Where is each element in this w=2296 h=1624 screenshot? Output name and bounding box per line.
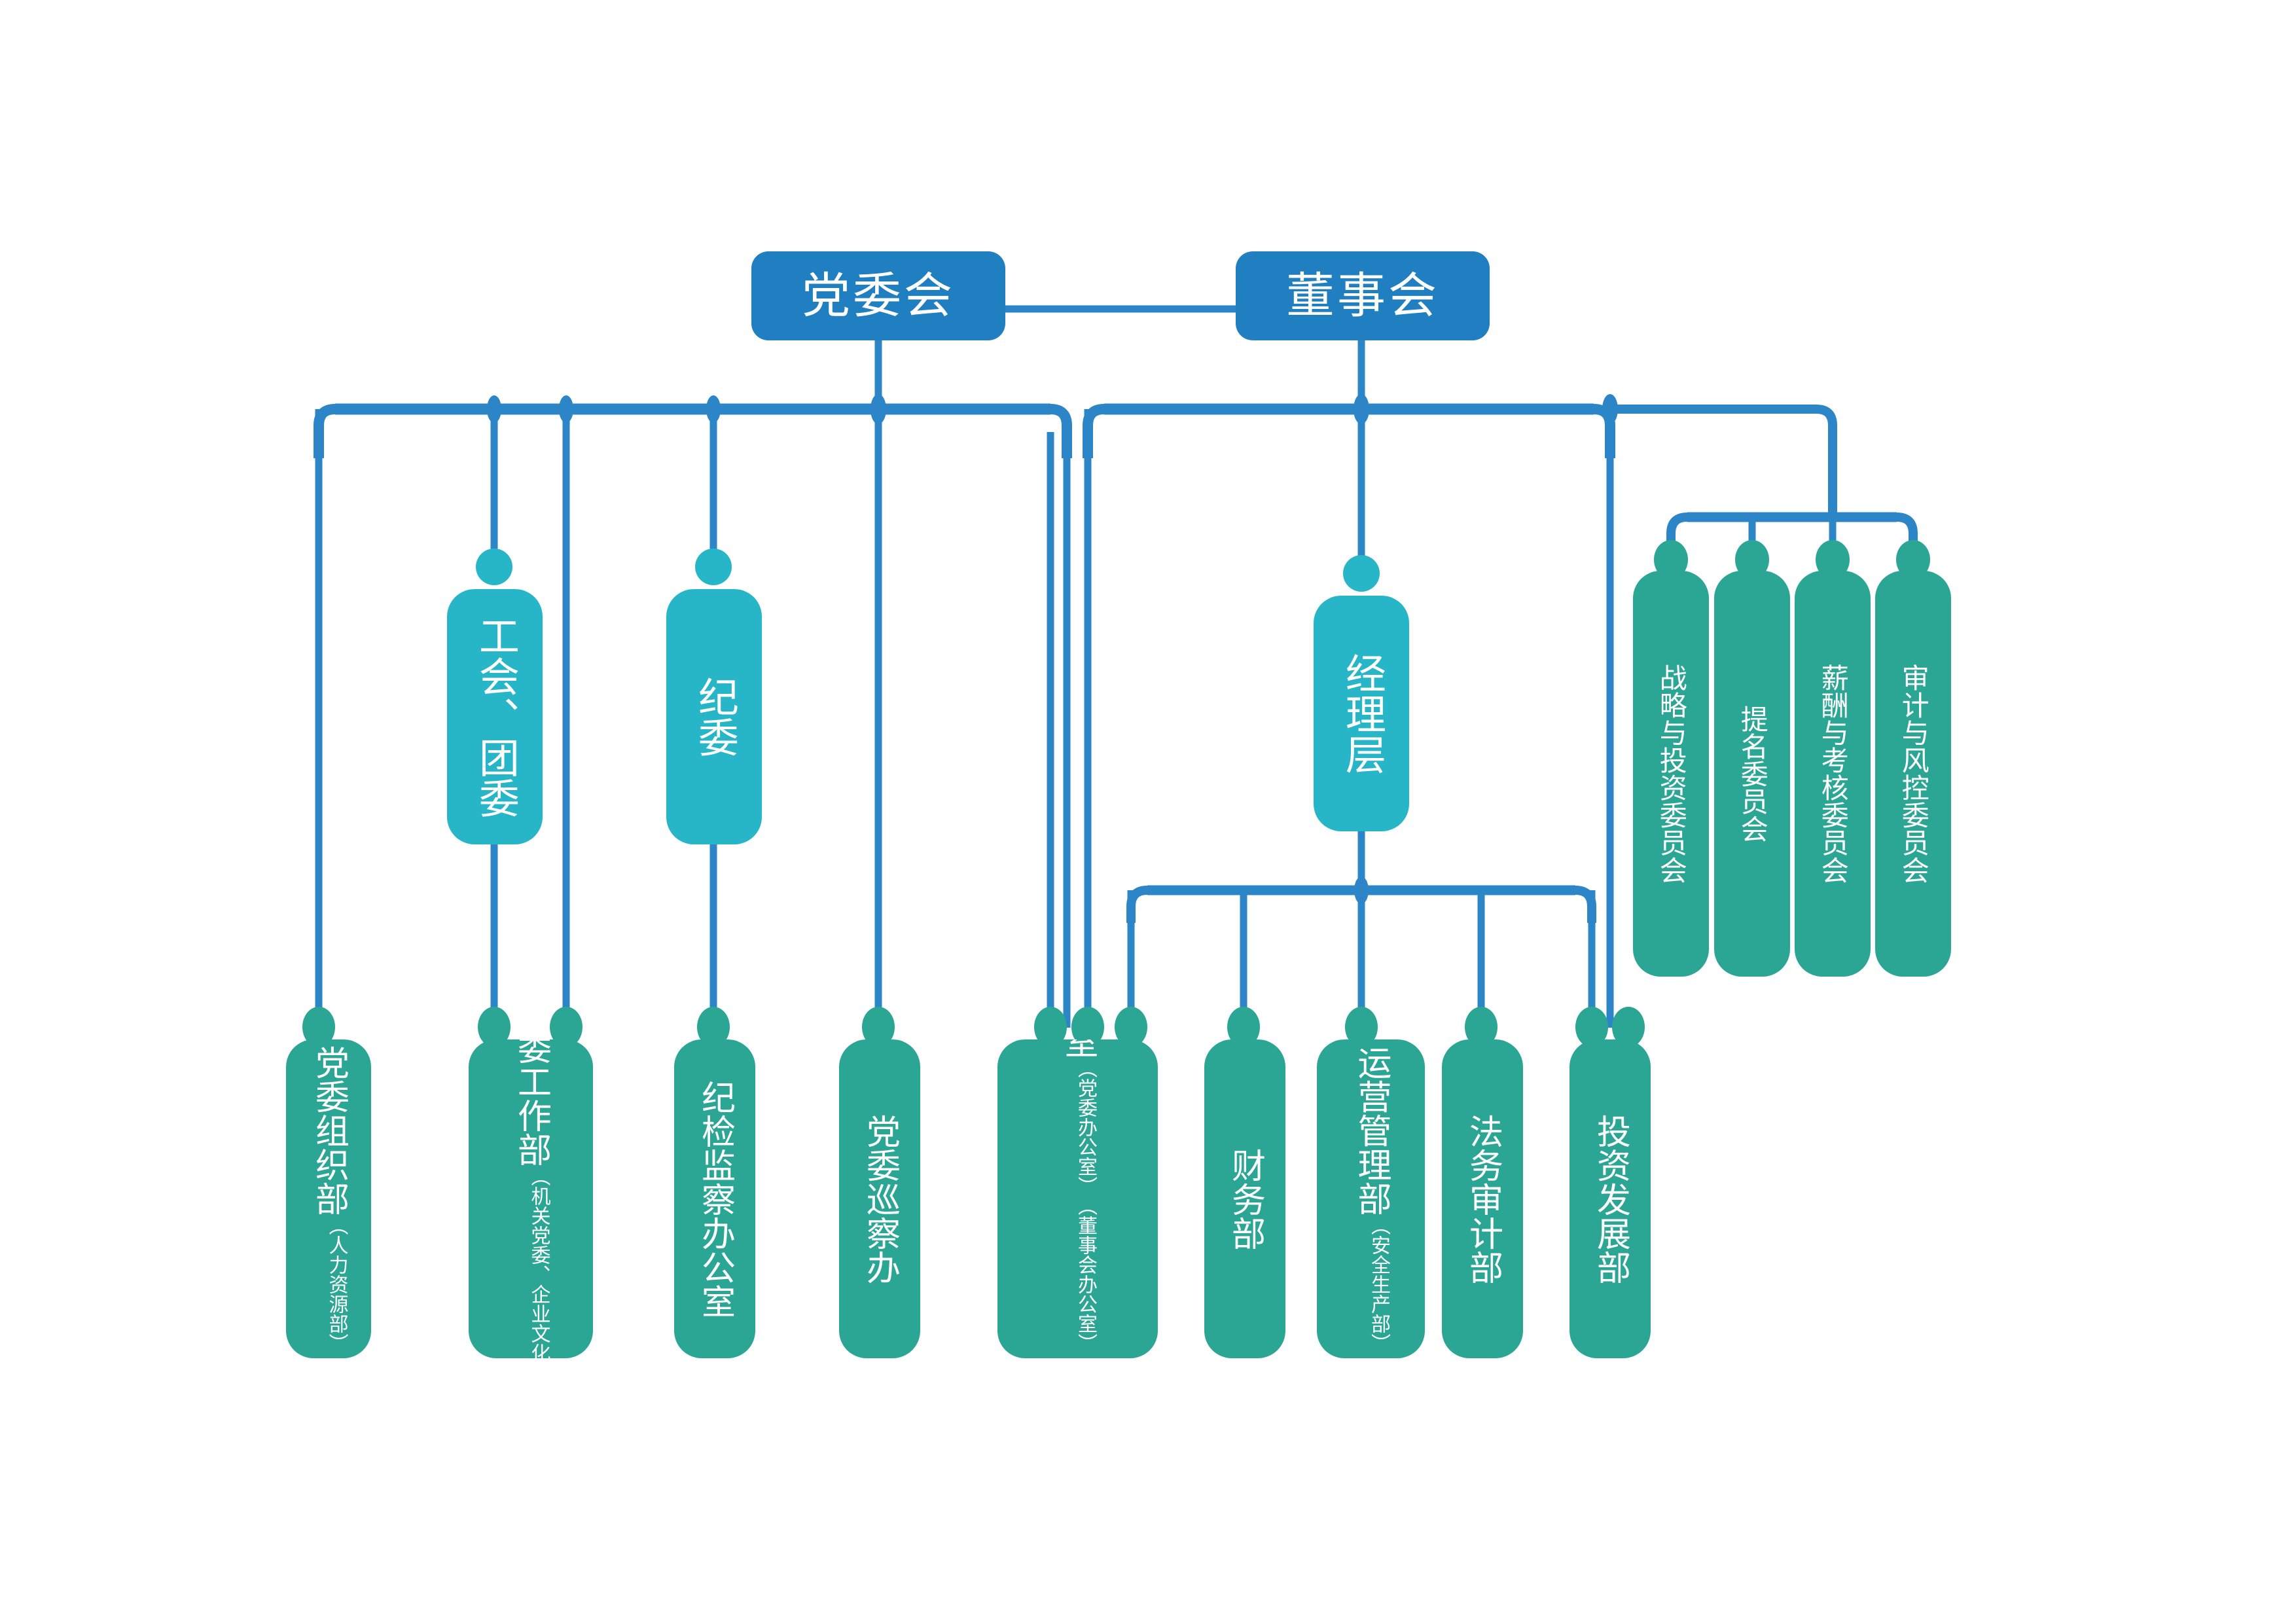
node-label: 党委会: [802, 268, 955, 323]
node-label: 财务部: [1226, 1147, 1265, 1250]
node-label: 战略与投资委员会: [1656, 664, 1687, 884]
node-label: 投资发展部: [1591, 1113, 1630, 1284]
node-sublabel: （人力资源部）: [325, 1215, 348, 1353]
node-party-inspection-office[interactable]: 党委巡察办: [839, 1039, 920, 1358]
node-audit-risk-committee[interactable]: 审计与风控委员会: [1875, 571, 1951, 977]
bus-junction-dots: [487, 394, 1618, 904]
node-union-youth-league[interactable]: 工会、团委: [447, 589, 543, 844]
node-label: 薪酬与考核委员会: [1818, 664, 1849, 884]
node-label: 运营管理部: [1352, 1045, 1391, 1216]
node-label: 经理层: [1338, 653, 1384, 774]
node-legal-audit-dept[interactable]: 法务审计部: [1442, 1039, 1523, 1358]
node-label: 法务审计部: [1463, 1113, 1502, 1284]
node-strategy-investment-committee[interactable]: 战略与投资委员会: [1633, 571, 1709, 977]
node-label: 党委工作部: [512, 1039, 550, 1166]
node-general-office[interactable]: 综合办公室 （党委办公室） （董事会办公室） （总经理办公室）: [997, 1039, 1158, 1358]
node-label: 提名委员会: [1737, 705, 1768, 842]
node-discipline-committee[interactable]: 纪委: [666, 589, 762, 844]
node-party-org-dept[interactable]: 党委组织部 （人力资源部）: [286, 1039, 371, 1358]
node-management-layer[interactable]: 经理层: [1314, 596, 1409, 831]
node-remuneration-committee[interactable]: 薪酬与考核委员会: [1795, 571, 1871, 977]
node-party-work-dept[interactable]: 党委工作部 （机关党委、企业文化部）: [469, 1039, 593, 1358]
connector-dot-union: [476, 549, 512, 585]
node-label: 党委巡察办: [861, 1113, 899, 1284]
node-investment-dev-dept[interactable]: 投资发展部: [1570, 1039, 1651, 1358]
node-sublabel-a: （总经理办公室）: [1075, 1353, 1096, 1359]
node-nomination-committee[interactable]: 提名委员会: [1714, 571, 1790, 977]
connector-dot-discipline: [695, 549, 732, 585]
node-sublabel: （安全生产部）: [1368, 1215, 1390, 1353]
node-label: 纪委: [691, 676, 737, 757]
node-party-committee[interactable]: 党委会: [751, 251, 1005, 340]
node-label: 纪检监察办公室: [696, 1079, 734, 1318]
node-label: 工会、团委: [472, 615, 518, 818]
node-sublabel: （机关党委、企业文化部）: [528, 1166, 550, 1359]
node-label: 党委组织部: [310, 1045, 348, 1216]
node-sublabel-c: （党委办公室）: [1075, 1058, 1097, 1196]
node-label: 审计与风控委员会: [1898, 664, 1929, 884]
node-operations-dept[interactable]: 运营管理部 （安全生产部）: [1317, 1039, 1425, 1358]
node-board-of-directors[interactable]: 董事会: [1236, 251, 1490, 340]
connector-dot-management: [1343, 555, 1380, 592]
node-discipline-office[interactable]: 纪检监察办公室: [674, 1039, 755, 1358]
node-label: 综合办公室: [1059, 1039, 1097, 1058]
node-finance-dept[interactable]: 财务部: [1204, 1039, 1285, 1358]
node-sublabel-b: （董事会办公室）: [1075, 1195, 1097, 1353]
node-label: 董事会: [1286, 268, 1439, 323]
